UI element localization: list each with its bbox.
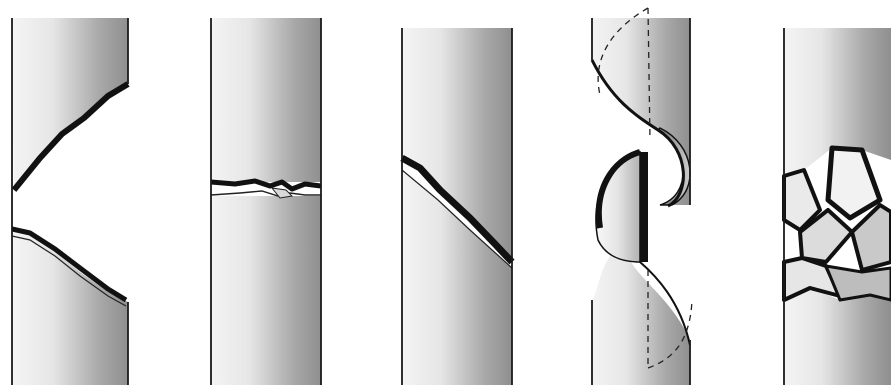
panel-2-crack: [211, 181, 321, 189]
panel-4-spiral-fracture: [592, 8, 692, 385]
panel-4-gap-shadow: [640, 152, 648, 262]
panel-2-transverse-fracture: [211, 18, 321, 385]
panel-3-oblique-fracture: [402, 28, 512, 385]
panel-5-shard-1: [828, 148, 880, 218]
panel-1-upper-fragment: [12, 18, 128, 190]
panel-2-crack-rim: [211, 191, 321, 196]
panel-2-upper-fragment: [211, 18, 321, 182]
panel-5-comminuted-fracture: [784, 28, 891, 385]
panel-1-lower-fragment: [12, 232, 128, 385]
panel-5-lower-fragment: [784, 288, 891, 385]
panel-2-lower-fragment: [211, 196, 321, 385]
panel-1-v-shaped-fracture: [12, 18, 128, 385]
